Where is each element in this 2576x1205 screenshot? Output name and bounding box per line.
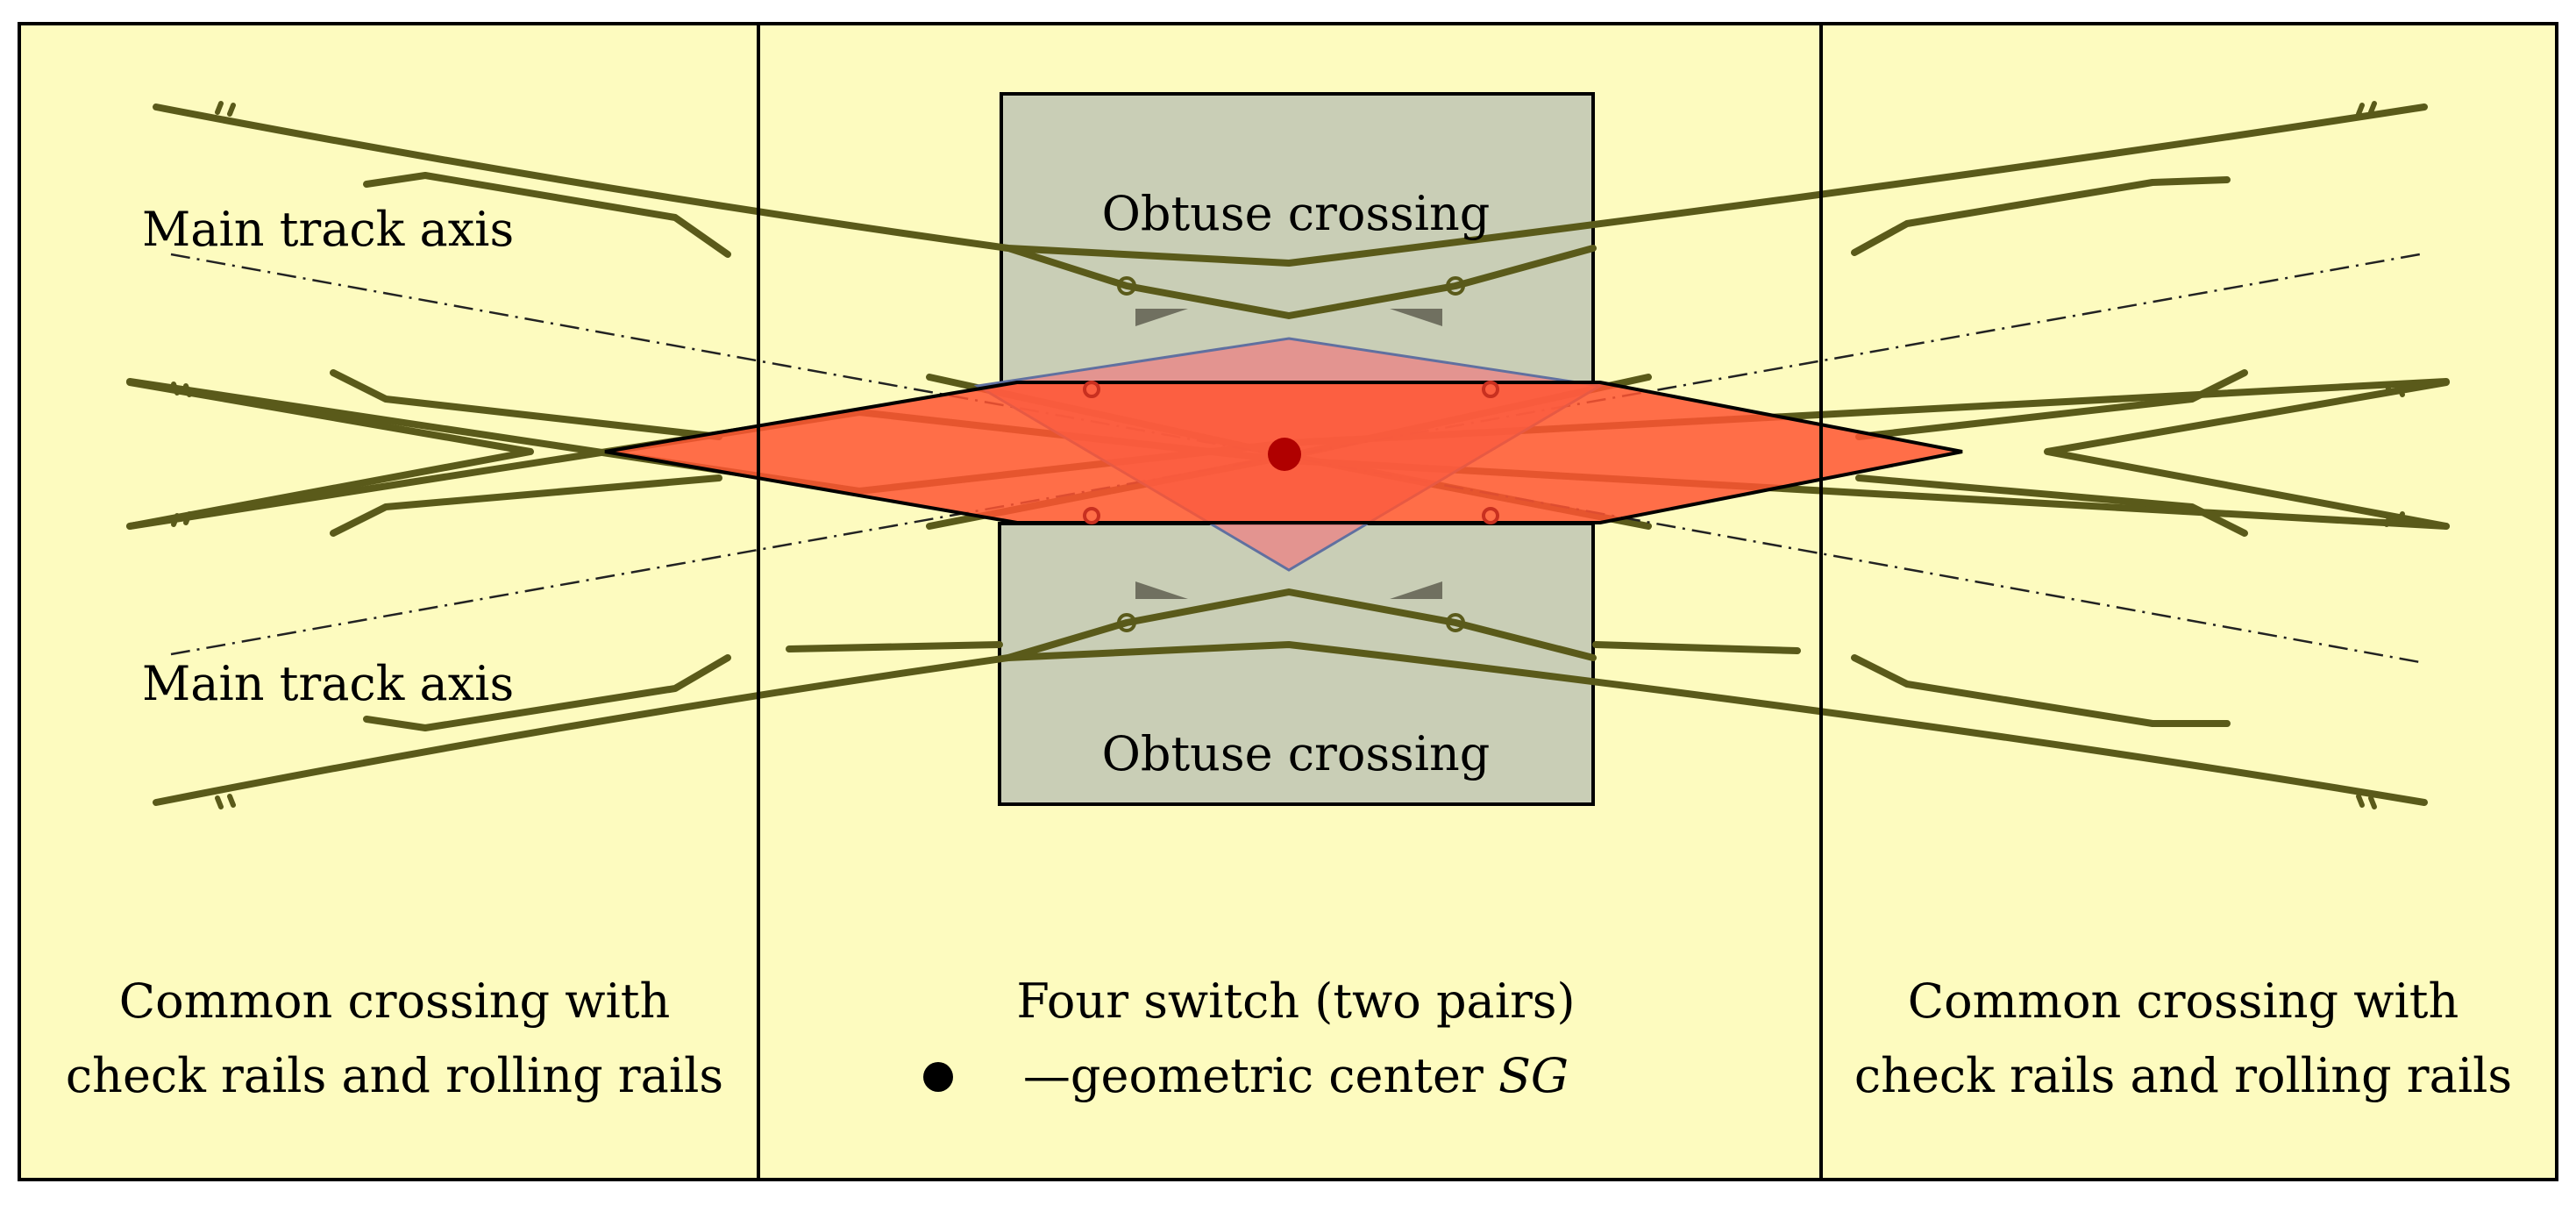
center-caption-prefix: —geometric center (1023, 1048, 1498, 1103)
filled-circle-icon (923, 1062, 953, 1092)
obtuse-crossing-label-top: Obtuse crossing (1102, 186, 1491, 241)
left-panel-caption-line2: check rails and rolling rails (66, 1048, 723, 1103)
center-panel-caption-line1: Four switch (two pairs) (1016, 973, 1575, 1029)
left-panel-caption-line1: Common crossing with (119, 973, 670, 1029)
center-panel-caption-line2: —geometric center SG (1023, 1048, 1569, 1103)
obtuse-crossing-label-bottom: Obtuse crossing (1102, 726, 1491, 781)
center-caption-italic: SG (1498, 1048, 1569, 1103)
main-track-axis-label-bottom: Main track axis (142, 656, 514, 711)
right-panel-caption-line2: check rails and rolling rails (1854, 1048, 2512, 1103)
geometric-center-dot-icon (1268, 438, 1301, 471)
right-panel-caption-line1: Common crossing with (1908, 973, 2459, 1029)
diagram-frame (18, 22, 2558, 1181)
switch-zone-rhombus (604, 337, 1963, 572)
main-track-axis-label-top: Main track axis (142, 202, 514, 257)
